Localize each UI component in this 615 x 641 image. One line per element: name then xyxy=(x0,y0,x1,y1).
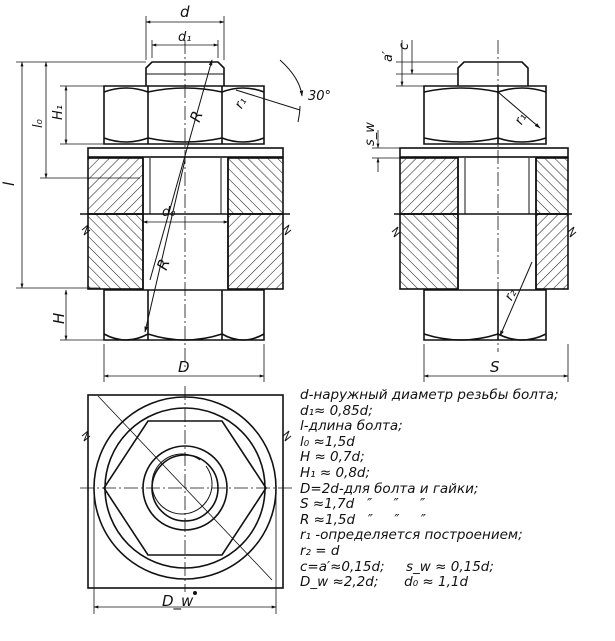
legend-line: l-длина болта; xyxy=(300,418,403,435)
legend-line: l₀ ≈1,5d xyxy=(300,433,355,450)
label-d1: d₁ xyxy=(178,30,191,45)
right-upper-plate-left xyxy=(399,157,459,215)
label-c: c xyxy=(397,43,412,50)
label-30deg: 30° xyxy=(308,89,331,104)
legend-line: d-наружный диаметр резьбы болта; xyxy=(300,387,559,403)
label-d: d xyxy=(180,3,190,21)
legend-line: r₁ -определяется построением; xyxy=(300,527,523,544)
upper-plate-right xyxy=(227,157,284,215)
upper-plate-left xyxy=(87,157,144,215)
label-H1: H₁ xyxy=(51,105,66,120)
right-lower-plate-right xyxy=(535,213,569,290)
legend-line: c=a′≈0,15d; s_w ≈ 0,15d; xyxy=(300,558,494,575)
label-R-mid: R xyxy=(153,257,173,273)
label-l: l xyxy=(0,181,18,186)
legend-line: R ≈1,5d ″ ″ ″ xyxy=(300,511,426,528)
front-view xyxy=(16,16,304,382)
label-l0: l₀ xyxy=(31,118,46,128)
center-point xyxy=(193,591,197,595)
legend-line: D_w ≈2,2d; d₀ ≈ 1,1d xyxy=(300,574,469,591)
lower-plate-left xyxy=(87,213,144,290)
legend-line: H₁ ≈ 0,8d; xyxy=(300,464,371,481)
formula-legend: d-наружный диаметр резьбы болта; d₁≈ 0,8… xyxy=(300,387,610,591)
label-r1-left: r₁ xyxy=(232,95,250,112)
legend-line: D=2d-для болта и гайки; xyxy=(300,480,479,497)
legend-line: r₂ = d xyxy=(300,542,340,559)
right-upper-plate-right xyxy=(535,157,569,215)
legend-line: d₁≈ 0,85d; xyxy=(300,402,373,419)
label-sw: s_w xyxy=(363,122,378,146)
label-H: H xyxy=(50,313,68,324)
plan-view xyxy=(80,386,292,614)
label-R-top: R xyxy=(186,109,206,125)
label-a-prime: a′ xyxy=(381,51,396,62)
right-lower-plate-left xyxy=(399,213,459,290)
lower-plate-right xyxy=(227,213,284,290)
label-Dw: D_w xyxy=(162,592,194,611)
label-S: S xyxy=(490,358,500,376)
label-d0: d₀ xyxy=(162,205,176,220)
legend-line: S ≈1,7d ″ ″ ″ xyxy=(300,496,426,513)
label-r1-right: r₁ xyxy=(512,111,530,128)
legend-line: H ≈ 0,7d; xyxy=(300,449,365,466)
side-view xyxy=(372,40,577,382)
label-D: D xyxy=(178,358,190,376)
